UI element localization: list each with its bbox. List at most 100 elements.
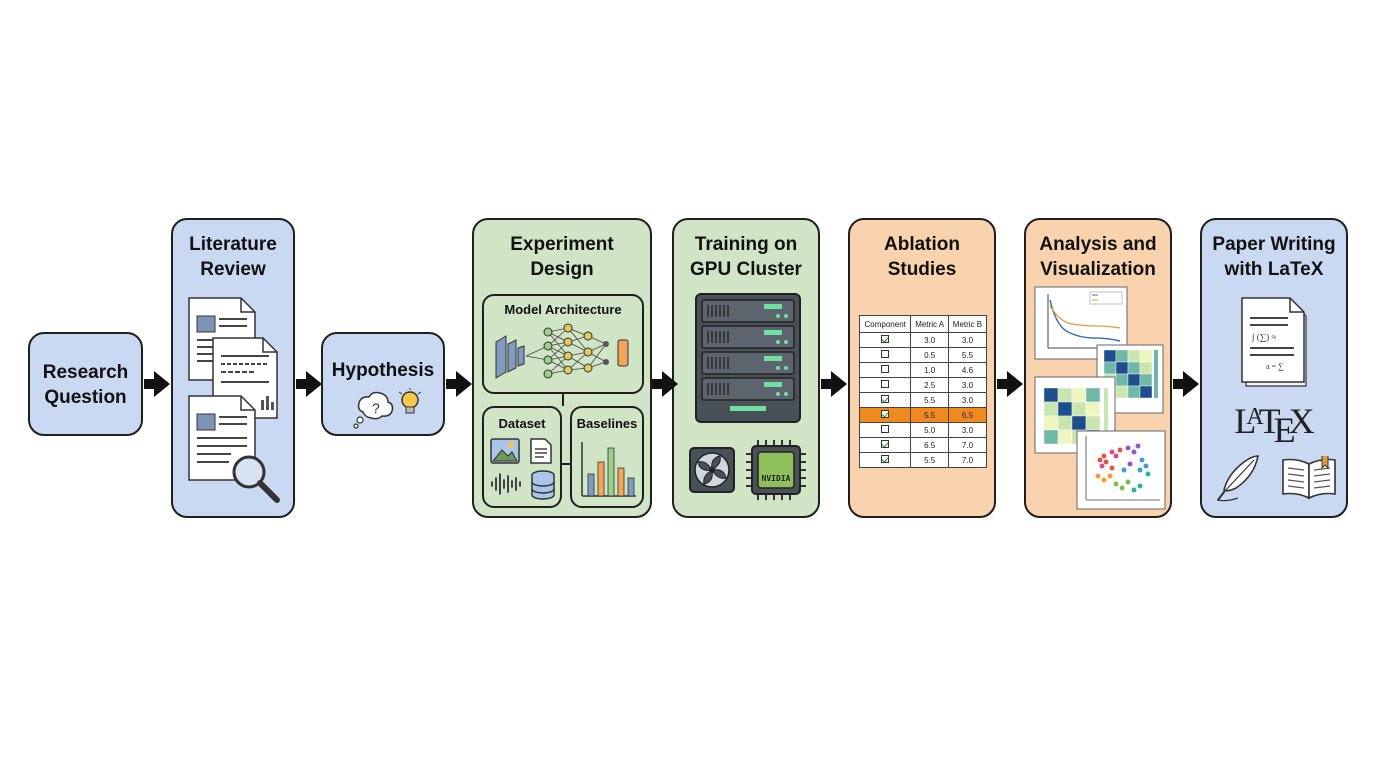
model-architecture-label: Model Architecture: [504, 302, 622, 317]
dataset-panel: Dataset: [482, 406, 562, 508]
stage-ablation-studies: Ablation Studies Component Metric A Metr…: [848, 218, 996, 518]
stage-experiment-design: Experiment Design Model Architecture: [472, 218, 652, 518]
gpu-chip-label: NVIDIA: [761, 474, 791, 483]
arrow-5: [821, 371, 847, 397]
metric-b-cell: 4.6: [947, 362, 988, 378]
arrow-7: [1173, 371, 1199, 397]
image-icon: [490, 438, 520, 464]
metric-b-cell: 7.0: [947, 452, 988, 468]
stage-literature-review: Literature Review: [171, 218, 295, 518]
stage-paper-writing: Paper Writing with LaTeX ∫ (∑) ≈ a = ∑ L…: [1200, 218, 1348, 518]
metric-b-cell: 5.5: [947, 347, 988, 363]
baselines-panel: Baselines: [570, 406, 644, 508]
arrow-4: [652, 371, 678, 397]
magnifier-icon: [232, 455, 280, 503]
stage-title: Hypothesis: [331, 360, 435, 381]
waveform-icon: [491, 473, 521, 495]
header-component: Component: [858, 315, 912, 333]
metric-a-cell: 2.5: [910, 377, 949, 393]
metric-b-cell: 3.0: [947, 332, 988, 348]
gpu-chip-icon: [746, 440, 806, 500]
lightbulb-icon: [398, 388, 422, 414]
metric-b-cell: 3.0: [947, 422, 988, 438]
metric-a-cell: 5.5: [910, 392, 949, 408]
component-cell: [858, 392, 912, 408]
component-cell: [858, 347, 912, 363]
checked-box-icon: [881, 455, 890, 463]
svg-text:∫ (∑) ≈: ∫ (∑) ≈: [1251, 332, 1276, 343]
document-icon: ∫ (∑) ≈ a = ∑: [1241, 297, 1307, 387]
dataset-label: Dataset: [498, 416, 546, 431]
fan-icon: [689, 447, 735, 493]
metric-a-cell: 0.5: [910, 347, 949, 363]
component-cell: [858, 332, 912, 348]
file-icon: [530, 438, 552, 464]
unchecked-box-icon: [881, 425, 890, 433]
stage-training-gpu: Training on GPU Cluster: [672, 218, 820, 518]
svg-text:a = ∑: a = ∑: [1266, 362, 1284, 371]
database-icon: [531, 470, 555, 500]
table-header-row: Component Metric A Metric B: [858, 315, 988, 333]
neural-network-icon: [495, 323, 629, 379]
unchecked-box-icon: [881, 380, 890, 388]
metric-a-cell: 3.0: [910, 332, 949, 348]
server-rack-icon: [695, 293, 801, 423]
metric-b-cell: 6.5: [947, 407, 988, 423]
stage-title: Training on GPU Cluster: [690, 234, 802, 280]
feather-quill-icon: [1217, 455, 1259, 502]
connector-lines: [562, 394, 570, 465]
bar-chart-icon: [581, 442, 636, 497]
arrow-6: [997, 371, 1023, 397]
header-metric-a: Metric A: [910, 315, 949, 333]
stage-title: Ablation Studies: [884, 234, 960, 280]
stage-title: Paper Writing with LaTeX: [1212, 234, 1336, 280]
stage-title: Literature Review: [189, 234, 277, 280]
stage-analysis-visualization: Analysis and Visualization: [1024, 218, 1172, 518]
stage-research-question: Research Question: [28, 332, 143, 436]
unchecked-box-icon: [881, 365, 890, 373]
svg-text:?: ?: [372, 400, 380, 416]
checked-box-icon: [881, 440, 890, 448]
component-cell: [858, 407, 912, 423]
component-cell: [858, 377, 912, 393]
baselines-label: Baselines: [576, 416, 638, 431]
metric-a-cell: 5.5: [910, 452, 949, 468]
metric-a-cell: 6.5: [910, 437, 949, 453]
scatter-plot-icon: [1076, 430, 1166, 510]
component-cell: [858, 437, 912, 453]
stage-title: Research Question: [42, 362, 129, 408]
stage-title: Analysis and Visualization: [1039, 234, 1157, 280]
checked-box-icon: [881, 395, 890, 403]
document-icon: [188, 297, 278, 481]
component-cell: [858, 452, 912, 468]
unchecked-box-icon: [881, 350, 890, 358]
header-metric-b: Metric B: [947, 315, 988, 333]
latex-logo: LATEX: [1234, 401, 1314, 450]
metric-b-cell: 7.0: [947, 437, 988, 453]
model-architecture-panel: Model Architecture: [482, 294, 644, 394]
stage-hypothesis: Hypothesis ?: [321, 332, 445, 436]
checked-box-icon: [881, 410, 890, 418]
metric-a-cell: 5.5: [910, 407, 949, 423]
component-cell: [858, 422, 912, 438]
stage-title: Experiment Design: [510, 234, 614, 280]
arrow-2: [296, 371, 322, 397]
metric-a-cell: 1.0: [910, 362, 949, 378]
metric-a-cell: 5.0: [910, 422, 949, 438]
metric-b-cell: 3.0: [947, 377, 988, 393]
arrow-1: [144, 371, 170, 397]
metric-b-cell: 3.0: [947, 392, 988, 408]
open-book-icon: [1282, 456, 1336, 500]
thought-bubble-icon: ?: [353, 391, 394, 429]
checked-box-icon: [881, 335, 890, 343]
